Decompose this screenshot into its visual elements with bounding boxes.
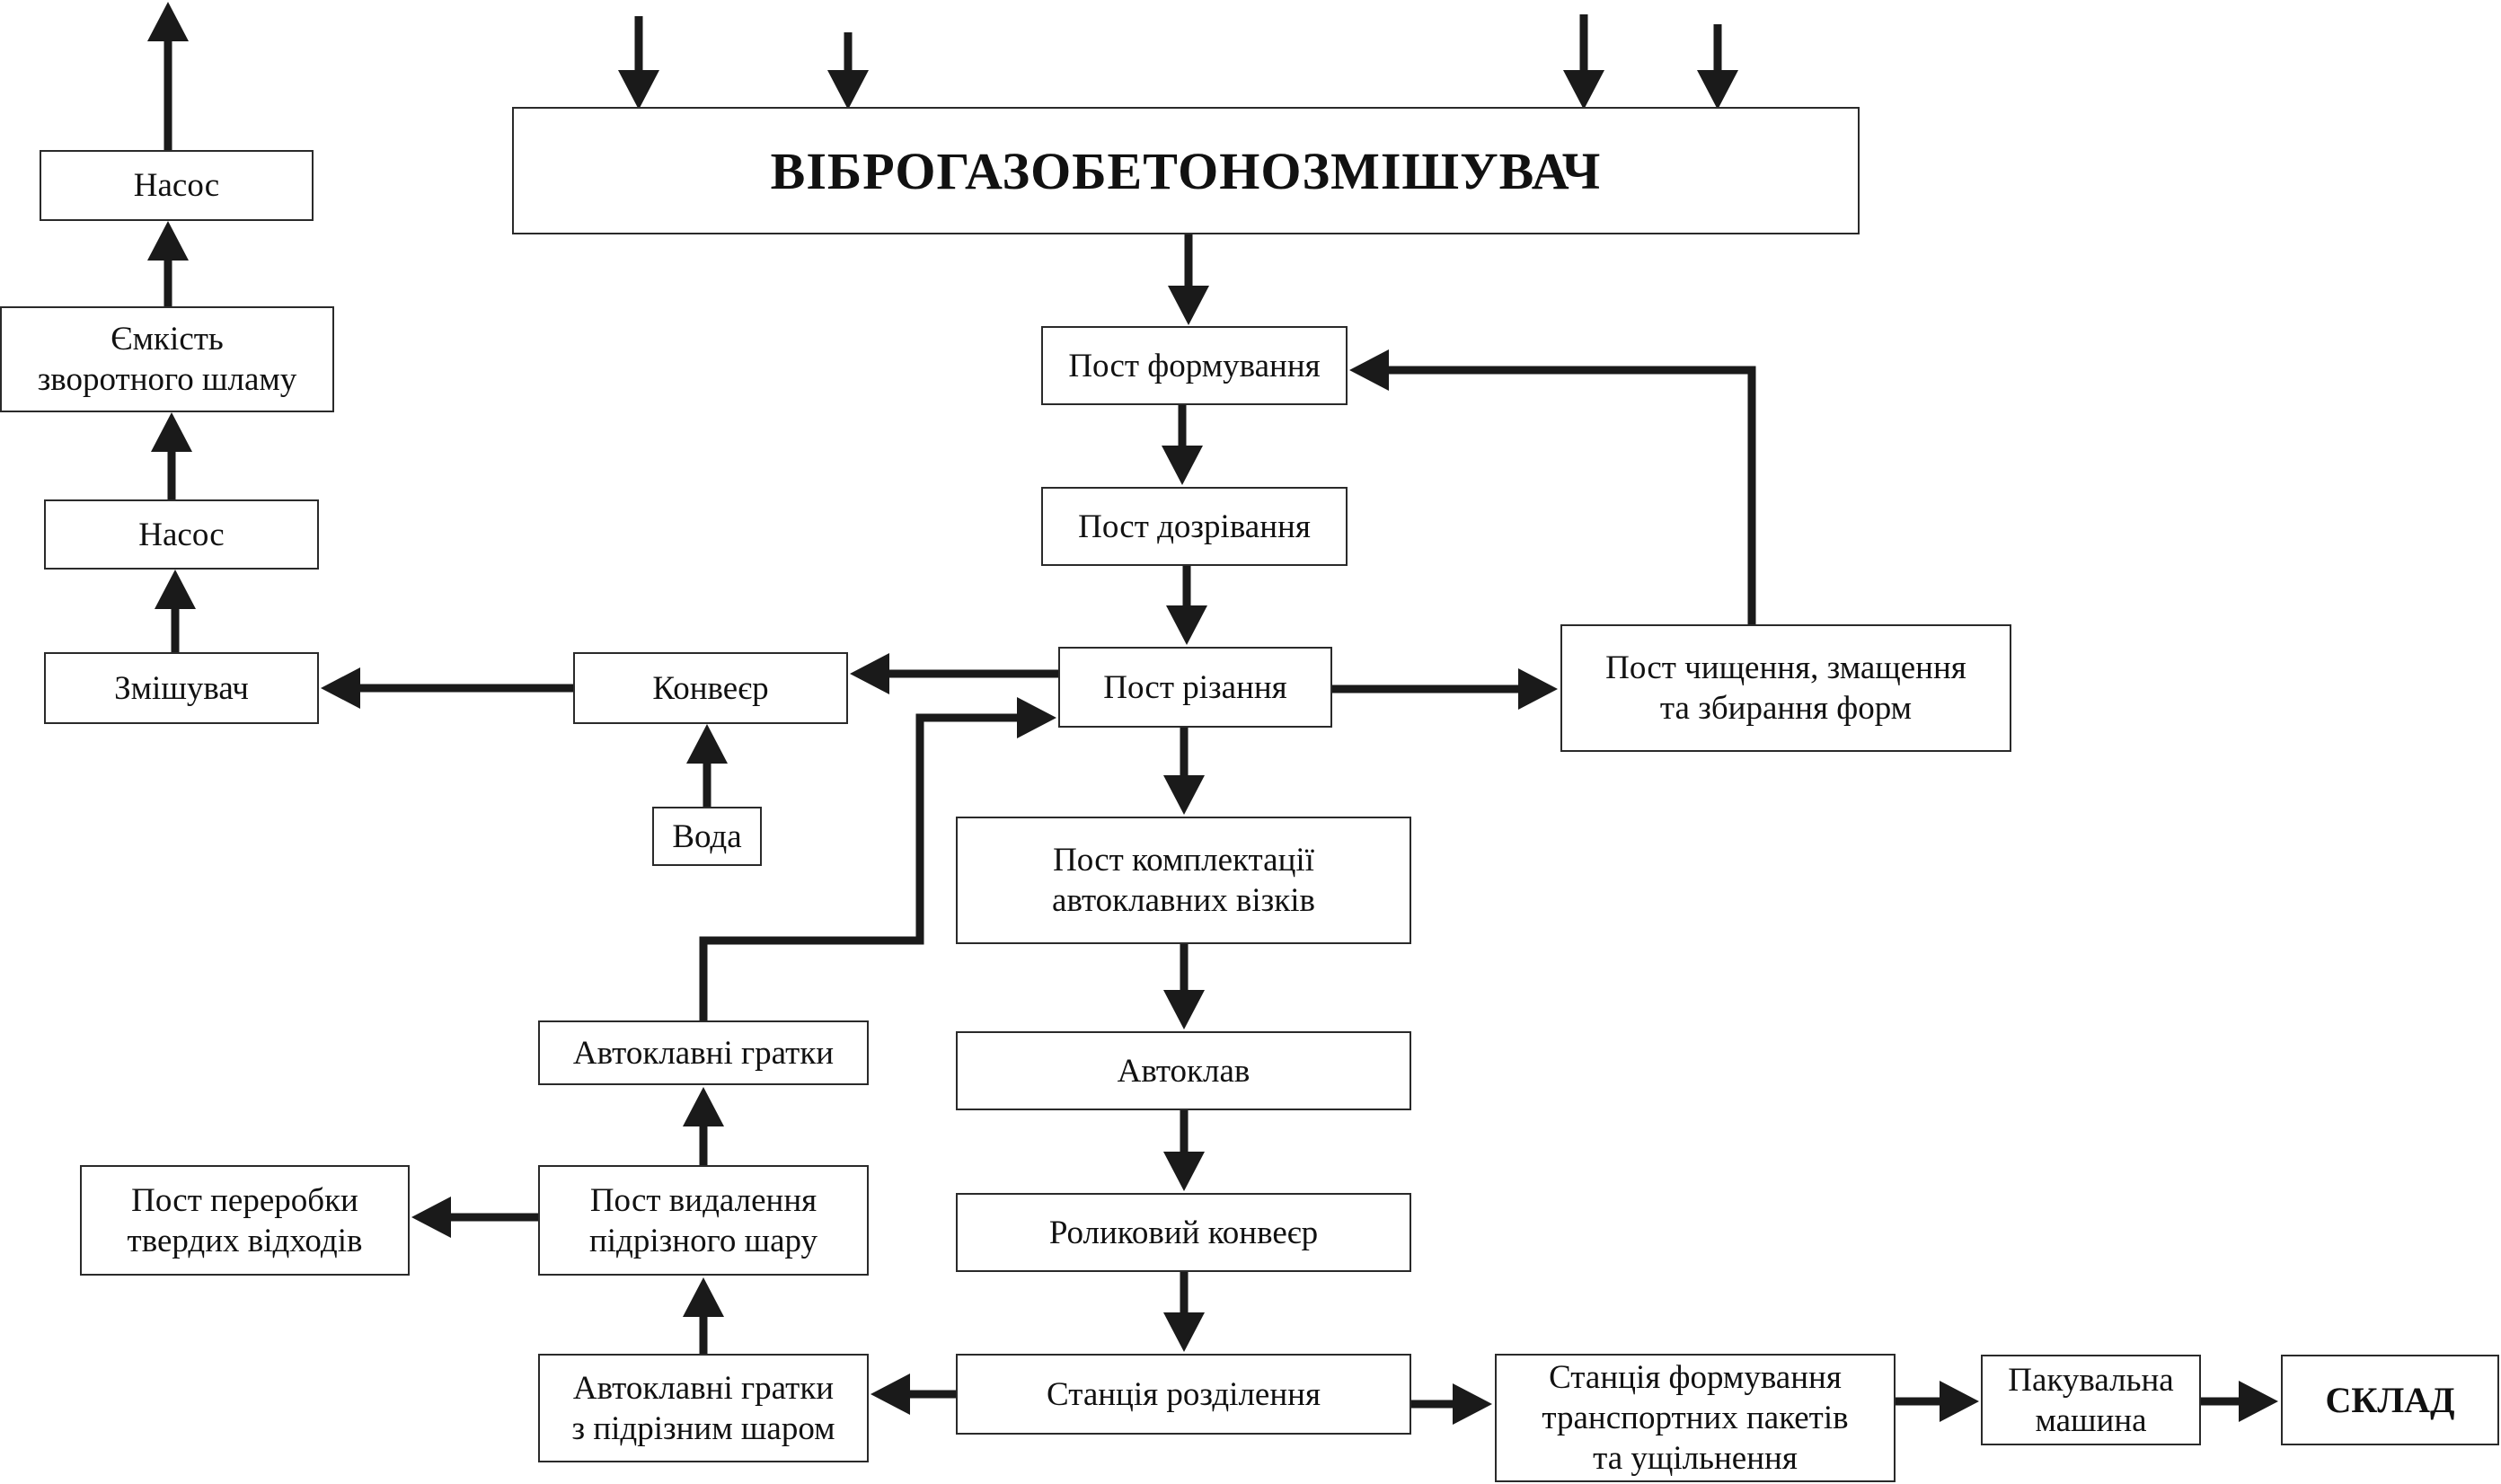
packet-forming-box: Станція формування транспортних пакетів … (1495, 1354, 1896, 1482)
arrow-autoclave-to-roller-head (1163, 1152, 1205, 1191)
autoclave-assembly-box: Пост комплектації автоклавних візків (956, 817, 1411, 944)
arrow-packing-to-warehouse-head (2239, 1381, 2278, 1422)
arrow-cleaning-to-forming-head (1349, 349, 1389, 391)
roller-conveyor-box: Роликовий конвеєр (956, 1193, 1411, 1272)
waste-processing-post-box: Пост переробки твердих відходів (80, 1165, 410, 1276)
forming-post-box: Пост формування (1041, 326, 1348, 405)
grates-with-layer-box: Автоклавні гратки з підрізним шаром (538, 1354, 869, 1462)
mixer-box: ВІБРОГАЗОБЕТОНОЗМІШУВАЧ (512, 107, 1860, 234)
pump-top-box: Насос (40, 150, 314, 221)
arrow-pump-to-tank-head (151, 412, 192, 452)
input-arrow-2-head (827, 70, 869, 110)
slurry-tank-box: Ємкість зворотного шламу (0, 306, 334, 412)
arrow-removal-to-waste-head (411, 1197, 451, 1238)
arrow-separation-to-packets-head (1453, 1383, 1492, 1425)
arrow-maturing-to-cutting-head (1166, 605, 1207, 645)
separation-station-box: Станція розділення (956, 1354, 1411, 1435)
arrow-grates-to-cutting-head (1017, 697, 1056, 738)
arrow-packets-to-packing-head (1940, 1381, 1979, 1422)
arrow-cutting-to-conveyor-head (850, 653, 889, 694)
arrow-mixer-to-forming-head (1168, 286, 1209, 325)
conveyor-box: Конвеєр (573, 652, 848, 724)
arrow-removal-to-grates-head (683, 1087, 724, 1126)
layer-removal-post-box: Пост видалення підрізного шару (538, 1165, 869, 1276)
arrow-cutting-to-cleaning-head (1518, 668, 1558, 710)
cleaning-post-box: Пост чищення, змащення та збирання форм (1560, 624, 2011, 752)
grates-box: Автоклавні гратки (538, 1020, 869, 1085)
arrow-roller-to-separation-head (1163, 1312, 1205, 1352)
input-arrow-3-head (1563, 70, 1604, 110)
arrow-water-to-conveyor-head (686, 724, 728, 764)
arrow-grates-layer-to-removal-head (683, 1277, 724, 1317)
arrow-tank-to-pump-head (147, 221, 189, 261)
warehouse-box: СКЛАД (2281, 1355, 2499, 1445)
water-box: Вода (652, 807, 762, 866)
arrow-grates-to-cutting-line (699, 713, 1019, 1020)
autoclave-box: Автоклав (956, 1031, 1411, 1110)
packing-machine-box: Пакувальна машина (1981, 1355, 2201, 1445)
arrow-pump-output-head (147, 2, 189, 41)
arrow-cutting-to-assembly-head (1163, 775, 1205, 815)
arrow-assembly-to-autoclave-head (1163, 990, 1205, 1029)
arrow-separation-to-grates-layer-head (870, 1374, 910, 1415)
mixer-small-box: Змішувач (44, 652, 319, 724)
maturing-post-box: Пост дозрівання (1041, 487, 1348, 566)
arrow-conveyor-to-mixer-small-head (321, 667, 360, 709)
pump-lower-box: Насос (44, 499, 319, 570)
input-arrow-4-head (1697, 70, 1738, 110)
arrow-mixer-small-to-pump-head (155, 570, 196, 609)
arrow-forming-to-maturing-head (1162, 446, 1203, 485)
cutting-post-box: Пост різання (1058, 647, 1332, 728)
arrow-cleaning-to-forming-line (1387, 366, 1756, 624)
input-arrow-1-head (618, 70, 659, 110)
